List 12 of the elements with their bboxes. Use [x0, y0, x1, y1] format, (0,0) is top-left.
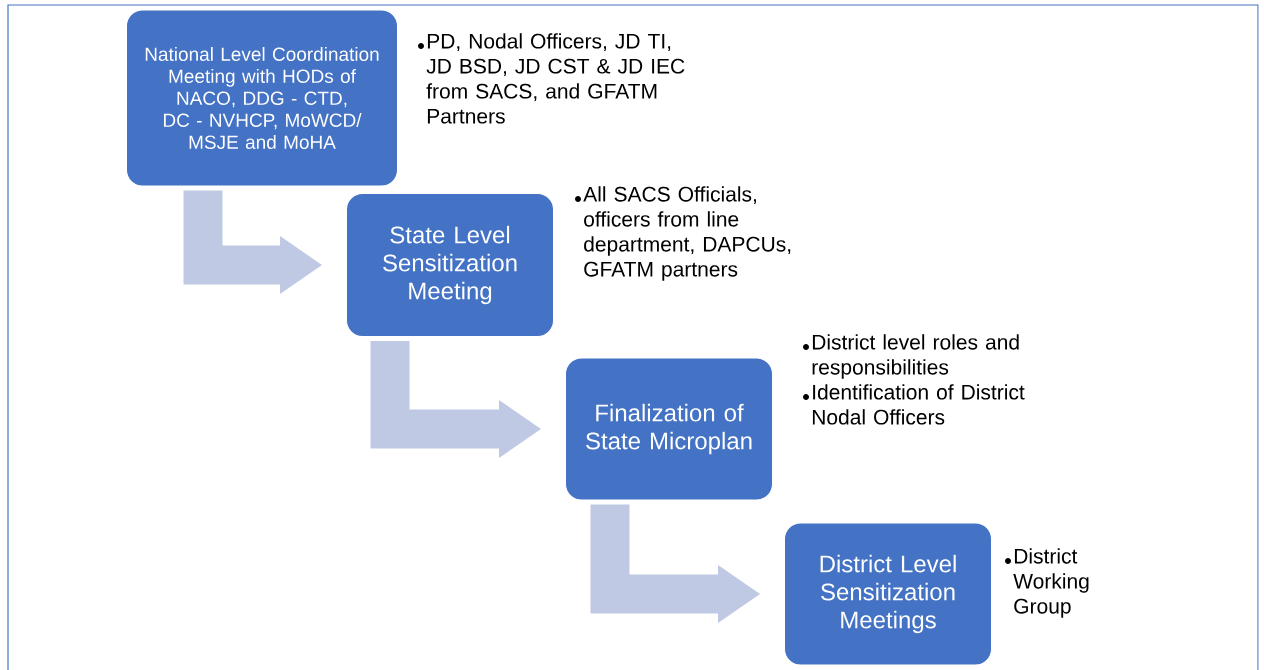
bent-arrow — [370, 341, 541, 458]
bent-arrow — [183, 190, 322, 294]
bent-arrow — [590, 504, 760, 623]
process-box: Finalization of State Microplan — [565, 357, 773, 501]
process-box: District Level Sensitization Meetings — [784, 522, 992, 666]
bullet-text: District Working Group — [1013, 548, 1089, 618]
bullet-text: All SACS Officials, officers from line department, DAPCUs, GFATM partners — [583, 186, 791, 281]
bullet-text: PD, Nodal Officers, JD TI, JD BSD, JD CST & JD IEC from SACS, and GFATM Partners — [426, 33, 685, 124]
bullet-text: Identification of District Nodal Officers — [812, 384, 1025, 425]
process-box: National Level Coordination Meeting with HODs of NACO, DDG - CTD, DC - NVHCP, MoWCD/ MSJE and MoHA — [126, 9, 398, 187]
process-box: State Level Sensitization Meeting — [346, 193, 554, 337]
bullet-text: District level roles and responsibilities — [812, 334, 1019, 379]
